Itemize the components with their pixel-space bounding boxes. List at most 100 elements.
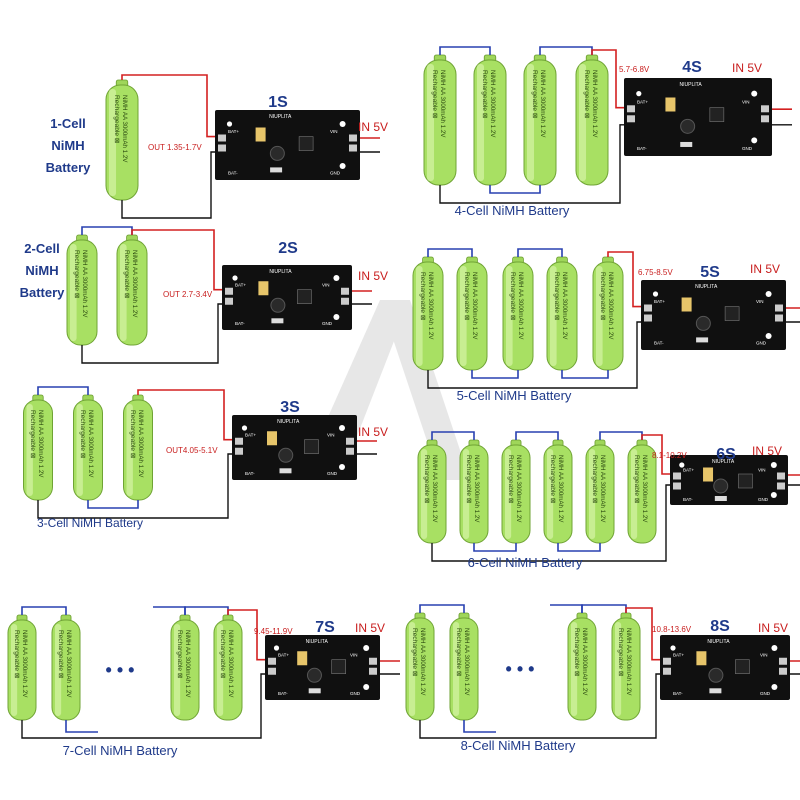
battery-spec-text: NiMH AA 3000mAh 1.2V [121, 95, 128, 163]
mount-hole [679, 462, 685, 468]
module-pcb [222, 265, 352, 330]
series-wiring [463, 604, 583, 733]
wire-top [550, 604, 583, 613]
negative-wire [121, 151, 218, 219]
battery-spec-text: NiMH AA 3000mAh 1.2V [431, 455, 438, 523]
mount-hole [771, 645, 778, 651]
battery-highlight [506, 266, 513, 366]
positive-wire [641, 434, 673, 475]
battery-brand-text: Rechargeable ⊠ [411, 628, 418, 677]
smd-resistor [270, 167, 283, 173]
mount-hole [339, 464, 345, 470]
positive-wire [227, 609, 268, 661]
smd-resistor [271, 318, 284, 324]
battery-spec-text: NiMH AA 3000mAh 1.2V [599, 455, 606, 523]
module-brand-text: NIUPLITA [707, 639, 730, 645]
input-voltage-label: IN 5V [358, 120, 388, 134]
battery-brand-text: Rechargeable ⊠ [481, 70, 488, 119]
battery-highlight [120, 244, 127, 341]
ellipsis-more-cells: • • • [106, 660, 135, 680]
gnd-silk: GND [327, 471, 338, 476]
header-pin [235, 437, 243, 445]
bat-plus-silk: BAT+ [654, 299, 665, 304]
battery-highlight [571, 622, 578, 716]
battery-brand-text: Rechargeable ⊠ [507, 455, 514, 504]
header-pin [761, 105, 769, 113]
output-voltage-label: 10.8-13.6V [652, 625, 692, 634]
battery-brand-text: Rechargeable ⊠ [176, 630, 183, 679]
cell-count-label: 5-Cell NiMH Battery [457, 388, 572, 403]
module-pcb [670, 455, 788, 505]
mount-hole [333, 275, 340, 281]
bat-minus-silk: BAT- [654, 340, 664, 345]
battery-highlight [416, 266, 423, 366]
series-wiring [21, 606, 67, 615]
battery-highlight [460, 266, 467, 366]
mount-hole [339, 425, 345, 431]
smd-resistor [279, 468, 292, 474]
header-pin [218, 144, 226, 152]
series-wiring [81, 226, 133, 235]
battery-brand-text: Rechargeable ⊠ [531, 70, 538, 119]
mount-hole [339, 163, 346, 169]
battery-spec-text: NiMH AA 3000mAh 1.2V [473, 455, 480, 523]
bat-minus-silk: BAT- [637, 146, 647, 151]
battery-highlight [477, 64, 485, 181]
positive-wire [137, 389, 235, 441]
positive-wire [591, 49, 627, 109]
battery-spec-text: NiMH AA 3000mAh 1.2V [419, 628, 426, 696]
cell-count-label: 8-Cell NiMH Battery [461, 738, 576, 753]
module-brand-text: NIUPLITA [680, 82, 703, 88]
wire-top [153, 606, 186, 615]
input-voltage-label: IN 5V [355, 621, 385, 635]
series-wiring [37, 386, 139, 509]
battery-spec-text: NiMH AA 3000mAh 1.2V [515, 455, 522, 523]
inductor-component [306, 667, 322, 683]
wire-top [515, 431, 559, 440]
header-pin [775, 314, 783, 322]
mount-hole [273, 645, 280, 651]
battery-brand-text: Rechargeable ⊠ [509, 272, 516, 321]
mount-hole [232, 275, 238, 281]
mount-hole [771, 684, 778, 690]
battery-brand-text: Rechargeable ⊠ [553, 272, 560, 321]
mount-hole [770, 462, 777, 468]
led-component [696, 651, 707, 666]
cell-count-label: 4-Cell NiMH Battery [455, 203, 570, 218]
wire-bottom [473, 543, 517, 552]
input-voltage-label: IN 5V [732, 61, 762, 75]
config-title: 3S [280, 399, 300, 416]
battery-spec-text: NiMH AA 3000mAh 1.2V [131, 250, 138, 318]
ic-chip [709, 107, 725, 122]
header-pin [268, 667, 276, 675]
header-pin [341, 287, 349, 295]
led-component [297, 651, 308, 666]
battery-highlight [579, 64, 587, 181]
battery-spec-text: NiMH AA 3000mAh 1.2V [539, 70, 546, 138]
battery-spec-text: NiMH AA 3000mAh 1.2V [439, 70, 446, 138]
header-pin [369, 657, 377, 665]
vin-silk: VIN [327, 432, 335, 437]
smd-resistor [714, 496, 727, 501]
wire-top [539, 46, 593, 55]
module-pcb [624, 78, 772, 156]
wire-bottom [463, 720, 496, 733]
battery-brand-text: Rechargeable ⊠ [573, 628, 580, 677]
inductor-component [713, 478, 729, 494]
ic-chip [738, 473, 753, 489]
